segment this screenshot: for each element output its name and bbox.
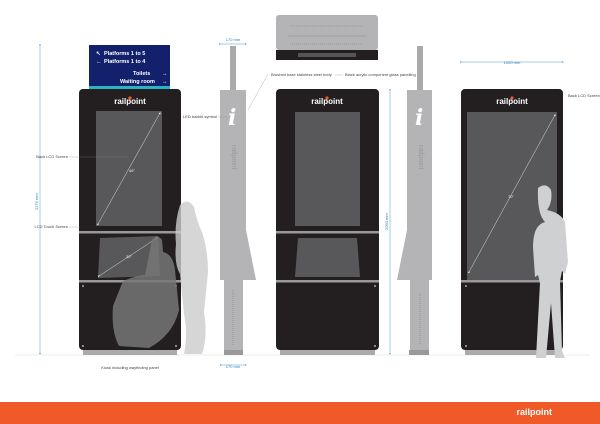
kiosk-back: 1000 mm railpoint 70" Back LCD Screen — [460, 60, 600, 358]
caption: Kiosk including wayfinding panel — [101, 365, 159, 370]
railpoint-logo: railpoint — [114, 97, 146, 106]
svg-text:Brushed base stainless steel b: Brushed base stainless steel body — [271, 72, 332, 77]
footer-bar: railpoint — [0, 402, 600, 424]
svg-text:170 mm: 170 mm — [226, 364, 241, 369]
svg-text:→: → — [162, 79, 168, 85]
sign-line: Waiting room — [120, 79, 155, 85]
svg-text:LED backlit symbol: LED backlit symbol — [183, 114, 217, 119]
kiosk-front: Brushed base stainless steel body Black … — [247, 72, 416, 355]
wayfinding-panel — [89, 45, 170, 86]
railpoint-logo: railpoint — [496, 97, 528, 106]
svg-text:1000 mm: 1000 mm — [504, 60, 521, 65]
svg-text:←: ← — [96, 59, 102, 65]
svg-text:railpoint: railpoint — [417, 145, 424, 170]
kiosk-top-view — [276, 15, 378, 60]
railpoint-logo: railpoint — [311, 97, 343, 106]
footer-railpoint-logo: railpoint — [516, 407, 553, 417]
svg-text:→: → — [162, 71, 168, 77]
kiosk-front-with-sign: Platforms 1 to 5 Platforms 1 to 4 Toilet… — [35, 45, 208, 370]
svg-text:Back LCD Screen: Back LCD Screen — [36, 154, 68, 159]
svg-text:↖: ↖ — [96, 51, 101, 57]
sign-line: Platforms 1 to 5 — [104, 51, 145, 57]
svg-text:32": 32" — [126, 254, 132, 259]
sign-line: Platforms 1 to 4 — [104, 59, 146, 65]
sign-line: Toilets — [133, 71, 150, 77]
wheelchair-user-silhouette — [112, 236, 179, 348]
svg-text:70": 70" — [508, 194, 514, 199]
kiosk-side-view-2: i railpoint — [397, 46, 432, 355]
kiosk-side-view-1: 170 mm i railpoint LED backlit symbol 17… — [183, 37, 256, 369]
svg-text:2050 mm: 2050 mm — [384, 213, 389, 230]
svg-text:170 mm: 170 mm — [226, 37, 241, 42]
svg-text:2275 mm: 2275 mm — [34, 193, 39, 210]
svg-text:Black acrylic component glass: Black acrylic component glass panelling — [345, 72, 416, 77]
svg-text:Back LCD Screen: Back LCD Screen — [568, 93, 600, 98]
info-icon: i — [228, 105, 236, 131]
info-icon: i — [415, 105, 423, 131]
svg-text:LCD Touch Screen: LCD Touch Screen — [35, 224, 69, 229]
svg-text:railpoint: railpoint — [230, 145, 237, 170]
man-silhouette — [533, 185, 568, 358]
total-height-dimension: 2275 mm — [34, 44, 41, 355]
standing-person-silhouette — [175, 201, 208, 354]
svg-text:46": 46" — [129, 168, 135, 173]
